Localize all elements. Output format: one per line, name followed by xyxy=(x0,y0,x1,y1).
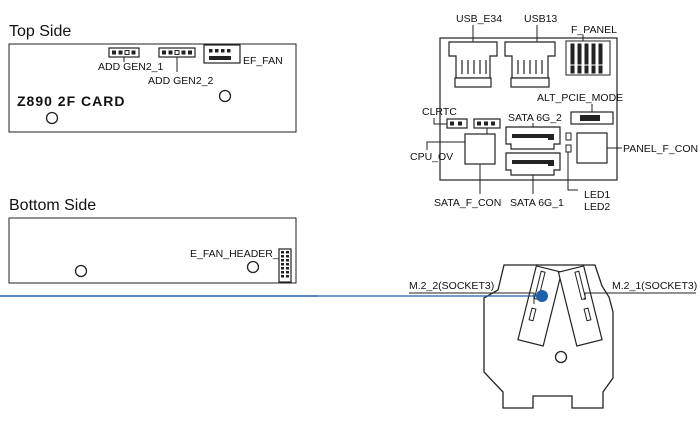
clrtc-label: CLRTC xyxy=(422,106,457,118)
sata-6g-1-connector xyxy=(505,152,561,194)
mounting-hole-icon xyxy=(246,260,260,274)
mounting-hole-icon xyxy=(554,350,568,364)
alt-pcie-mode-label: ALT_PCIE_MODE xyxy=(537,92,623,104)
e-fan-header-f-label: E_FAN_HEADER_F xyxy=(190,248,285,260)
sata-6g-2-connector xyxy=(505,123,561,150)
add-gen2-2-header xyxy=(158,47,196,72)
e-fan-header-f-connector xyxy=(278,248,292,283)
led1-label: LED1 xyxy=(584,189,610,201)
top-side-heading: Top Side xyxy=(9,23,71,40)
sata-f-con-label: SATA_F_CON xyxy=(434,197,501,209)
mounting-hole-icon xyxy=(45,111,59,125)
m2-1-label: M.2_1(SOCKET3) xyxy=(612,280,697,292)
panel-f-con-label: PANEL_F_CON xyxy=(623,143,698,155)
m2-2-label: M.2_2(SOCKET3) xyxy=(409,280,494,292)
top-side-board xyxy=(8,43,297,133)
cpu-ov-jumper xyxy=(473,118,501,129)
add-gen2-1-header xyxy=(108,47,140,62)
led-indicators xyxy=(565,132,578,191)
clrtc-jumper xyxy=(446,118,468,129)
usb13-connector xyxy=(504,25,556,88)
bottom-side-heading: Bottom Side xyxy=(9,197,96,214)
f-panel-label: F_PANEL xyxy=(571,24,617,36)
panel-f-con-connector xyxy=(576,132,622,164)
m2-1-socket xyxy=(557,265,603,347)
add-gen2-1-label: ADD GEN2_1 xyxy=(98,61,164,73)
usb-e34-connector xyxy=(448,36,498,88)
sata-6g-2-label: SATA 6G_2 xyxy=(508,112,562,124)
usb13-label: USB13 xyxy=(524,13,557,25)
m2-2-socket xyxy=(517,265,563,347)
alt-pcie-mode-switch xyxy=(570,104,614,125)
ef-fan-connector xyxy=(203,44,241,64)
io-board xyxy=(439,37,618,181)
usb-e34-label: USB_E34 xyxy=(456,13,502,25)
led2-label: LED2 xyxy=(584,201,610,213)
highlight-point-icon xyxy=(536,290,548,302)
ef-fan-label: EF_FAN xyxy=(243,55,283,67)
f-panel-connector xyxy=(565,35,611,76)
mounting-hole-icon xyxy=(74,264,88,278)
sata-6g-1-label: SATA 6G_1 xyxy=(510,197,564,209)
sata-f-con-connector xyxy=(464,133,496,194)
bottom-side-board xyxy=(8,217,297,284)
cpu-ov-label: CPU_OV xyxy=(410,151,453,163)
add-gen2-2-label: ADD GEN2_2 xyxy=(148,75,214,87)
board-model-label: Z890 2F CARD xyxy=(17,93,125,109)
mounting-hole-icon xyxy=(218,89,232,103)
